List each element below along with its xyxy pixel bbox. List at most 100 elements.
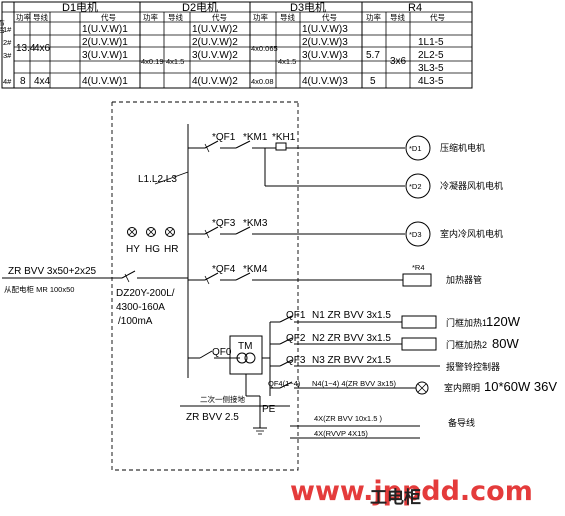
row-id: 3# — [3, 51, 12, 60]
group-d2: D2电机 — [182, 0, 218, 14]
group-d3: D3电机 — [290, 0, 326, 14]
subheader-wire: 导线 — [390, 12, 405, 22]
row-id: 1# — [3, 25, 12, 34]
cable-a: 4X(ZR BVV 10x1.5 ) — [314, 414, 382, 423]
door-heater-1-icon — [401, 315, 437, 329]
n4-cable: N4(1~4) 4(ZR BVV 3x15) — [312, 379, 396, 388]
cell: 1(U.V.W)1 — [82, 24, 128, 35]
heater2-label: 门框加热2 — [446, 339, 487, 350]
door-heater-2-icon — [401, 337, 437, 351]
cell: 1(U.V.W)2 — [192, 24, 238, 35]
n1-cable: N1 ZR BVV 3x1.5 — [312, 310, 391, 321]
light-label: 室内照明 — [444, 382, 480, 393]
room-light-icon — [415, 381, 429, 395]
cell: 4(U.V.W)3 — [302, 76, 348, 87]
transformer-primary-icon — [236, 352, 248, 364]
lamp-label-hg: HG — [145, 244, 160, 255]
subheader-wire: 导线 — [33, 12, 48, 22]
cabinet-outline — [111, 102, 299, 471]
pe-cable: ZR BVV 2.5 — [186, 412, 239, 423]
qf4-label: *QF4 — [212, 264, 236, 275]
cell: 3(U.V.W)3 — [302, 50, 348, 61]
stamp: 工电柜 — [370, 487, 421, 508]
watermark: www.jppdd.com — [290, 476, 533, 507]
cell: 1(U.V.W)3 — [302, 24, 348, 35]
branch-r4: *QF4 *KM4 *R4 加热器管 — [188, 263, 482, 287]
heater1-value: 120W — [486, 314, 521, 329]
d3-desc: 室内冷风机电机 — [440, 228, 503, 239]
d1-desc: 压缩机电机 — [440, 142, 485, 153]
main-breaker-leakage: /100mA — [118, 316, 153, 327]
branch-d3: *QF3 *KM3 *D3 室内冷风机电机 — [188, 218, 503, 247]
pe-label: PE — [262, 404, 276, 415]
cell: 2L2-5 — [418, 50, 444, 61]
km4-label: *KM4 — [243, 264, 268, 275]
d2-label: *D2 — [409, 182, 422, 191]
d3-label: *D3 — [409, 230, 422, 239]
motor-d3-icon — [405, 221, 431, 247]
d2-desc: 冷凝器风机电机 — [440, 180, 503, 191]
row-header: 机组 — [0, 19, 6, 34]
cell: 4(U.V.W)1 — [82, 76, 128, 87]
subheader-code: 代号 — [430, 12, 445, 22]
n2-cable: N2 ZR BVV 3x1.5 — [312, 333, 391, 344]
transformer-note: 二次一侧接地 — [200, 394, 245, 404]
motor-d2-icon — [405, 173, 431, 199]
cell: 3L3-5 — [418, 63, 444, 74]
row-id: 2# — [3, 38, 12, 47]
spare-cables: 4X(ZR BVV 10x1.5 ) 4X(RVVP 4X15) 备导线 — [290, 414, 475, 439]
bus-label: L1.L2.L3 — [138, 174, 177, 185]
cell: 13.4 — [16, 43, 36, 54]
group-r4: R4 — [408, 2, 422, 14]
branch-d1: *QF1 *KM1 *KH1 *D1 压缩机电机 — [188, 132, 485, 161]
equipment-table: 机组 D1电机 D2电机 D3电机 R4 功率 导线 代号 功率 导线 代号 功… — [0, 0, 473, 89]
qf2-control-label: QF2 — [286, 333, 306, 344]
cell: 4x0.065 — [251, 44, 278, 53]
cell: 3(U.V.W)2 — [192, 50, 238, 61]
control-transformer: QF0 TM 二次一侧接地 — [188, 322, 271, 404]
cell: 2(U.V.W)1 — [82, 37, 128, 48]
subheader-code: 代号 — [322, 12, 337, 22]
alarm-label: 报警铃控制器 — [446, 361, 500, 372]
group-d1: D1电机 — [62, 0, 98, 14]
row-id: 4# — [3, 77, 12, 86]
n3-cable: N3 ZR BVV 2x1.5 — [312, 355, 391, 366]
qf1-label: *QF1 — [212, 132, 236, 143]
qf1-control-label: QF1 — [286, 310, 306, 321]
cell: 4x0.08 — [251, 77, 274, 86]
subheader-code: 代号 — [101, 12, 116, 22]
subheader-code: 代号 — [212, 12, 227, 22]
bus-leader — [154, 171, 189, 185]
cell: 8 — [20, 76, 26, 87]
d1-label: *D1 — [409, 144, 422, 153]
cell: 4x0.19 — [141, 57, 164, 66]
tm-label: TM — [238, 341, 252, 352]
cell: 4L3-5 — [418, 76, 444, 87]
cell: 3(U.V.W)1 — [82, 50, 128, 61]
subheader-power: 功率 — [16, 12, 31, 22]
incoming-feeder: ZR BVV 3x50+2x25 从配电柜 MR 100x50 DZ20Y-20… — [2, 266, 188, 327]
lamp-hr-icon — [165, 227, 175, 237]
heater-r4-icon — [402, 273, 432, 287]
heater1-label: 门框加热1 — [446, 317, 487, 328]
cell: 5.7 — [366, 50, 380, 61]
cell: 1L1-5 — [418, 37, 444, 48]
subheader-wire: 导线 — [280, 12, 295, 22]
lamp-label-hr: HR — [164, 244, 178, 255]
control-circuits: QF1 N1 ZR BVV 3x1.5 门框加热1 120W QF2 N2 ZR… — [268, 310, 557, 395]
cell: 3x6 — [390, 56, 407, 67]
branch-d2: *D2 冷凝器风机电机 — [264, 148, 503, 199]
main-breaker-model: DZ20Y-200L/ — [116, 288, 175, 299]
main-breaker-rating: 4300-160A — [116, 302, 165, 313]
cell: 2(U.V.W)3 — [302, 37, 348, 48]
feeder-note: 从配电柜 MR 100x50 — [4, 284, 74, 294]
cell: 5 — [370, 76, 376, 87]
qf3-control-label: QF3 — [286, 355, 306, 366]
heater2-value: 80W — [492, 336, 519, 351]
cable-b: 4X(RVVP 4X15) — [314, 429, 368, 438]
qf0-label: QF0 — [212, 347, 232, 358]
cell: 2(U.V.W)2 — [192, 37, 238, 48]
qf4-control-label: QF4(1~4) — [268, 379, 301, 388]
spare-label: 备导线 — [448, 417, 475, 428]
